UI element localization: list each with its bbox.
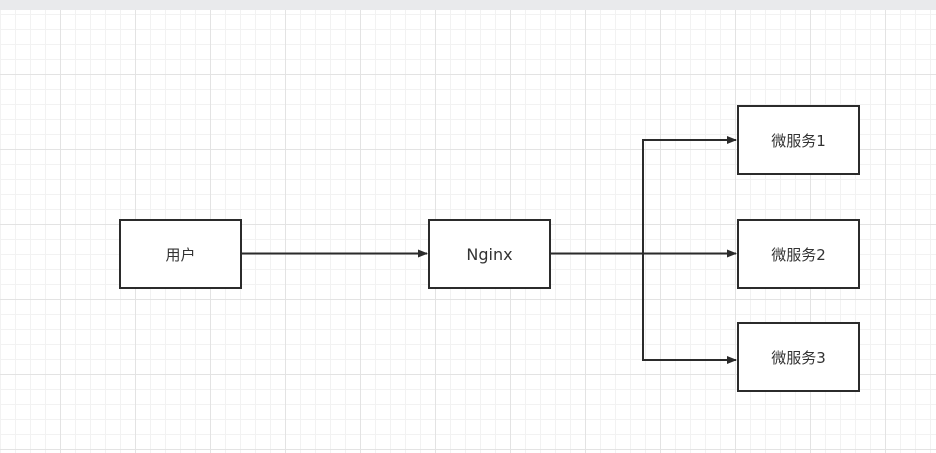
node-microservice-1-label: 微服务1	[771, 131, 826, 150]
node-microservice-3-label: 微服务3	[771, 348, 826, 367]
node-nginx-label: Nginx	[466, 244, 513, 264]
edge-nginx-to-ms3[interactable]	[551, 252, 737, 364]
node-microservice-1[interactable]: 微服务1	[737, 105, 860, 175]
edge-nginx-to-ms1[interactable]	[551, 136, 737, 255]
node-user-label: 用户	[165, 245, 196, 264]
node-microservice-2-label: 微服务2	[771, 245, 826, 264]
node-user[interactable]: 用户	[119, 219, 242, 289]
node-microservice-3[interactable]: 微服务3	[737, 322, 860, 392]
node-nginx[interactable]: Nginx	[428, 219, 551, 289]
top-toolbar	[0, 0, 936, 10]
node-microservice-2[interactable]: 微服务2	[737, 219, 860, 289]
